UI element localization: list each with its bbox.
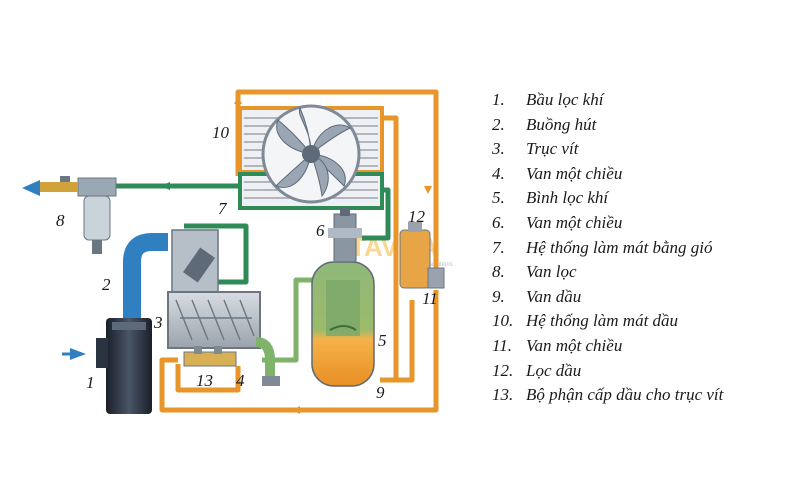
legend-text: Bình lọc khí	[526, 188, 609, 208]
legend-text: Buồng hút	[526, 114, 597, 134]
legend-number: 13.	[492, 385, 514, 405]
legend-item: 4. Van một chiều	[492, 162, 723, 187]
oil-flow-arrow-top	[234, 96, 242, 104]
check-valve-11	[427, 267, 445, 289]
label-10: 10	[212, 123, 230, 142]
air-circuit	[116, 183, 391, 363]
legend-item: 10. Hệ thống làm mát dầu	[492, 309, 723, 334]
legend-number: 10.	[492, 311, 514, 331]
legend-number: 9.	[492, 286, 505, 306]
legend-number: 7.	[492, 237, 505, 257]
label-7: 7	[218, 199, 228, 218]
legend-text: Bầu lọc khí	[526, 90, 604, 109]
legend-text: Van một chiều	[526, 335, 623, 355]
legend-number: 11.	[492, 335, 512, 355]
label-9: 9	[376, 383, 385, 402]
legend-text: Hệ thống làm mát dầu	[526, 311, 679, 331]
legend-text: Van một chiều	[526, 163, 623, 183]
intake-valve	[171, 229, 219, 293]
label-5: 5	[378, 331, 387, 350]
outlet-valve	[36, 176, 117, 254]
check-valve-4	[255, 337, 280, 386]
oil-injection-block	[183, 346, 237, 367]
label-3: 3	[153, 313, 163, 332]
legend-text: Van lọc	[526, 262, 577, 282]
oil-flow-arrow-right	[424, 186, 432, 194]
legend-item: 8. Van lọc	[492, 260, 723, 285]
outlet-arrow-icon	[22, 180, 40, 196]
legend-item: 13. Bộ phận cấp dầu cho trục vít	[492, 383, 723, 408]
label-1: 1	[86, 373, 95, 392]
legend-number: 6.	[492, 212, 505, 232]
legend-item: 6. Van một chiều	[492, 211, 723, 236]
legend-item: 11. Van một chiều	[492, 334, 723, 359]
air-flow-arrow	[160, 182, 170, 190]
screw-rotor	[167, 291, 261, 349]
intake-arrow-icon	[70, 348, 86, 360]
legend-number: 4.	[492, 163, 505, 183]
oil-flow-arrow-bottom	[292, 406, 300, 414]
legend-text: Lọc dầu	[526, 360, 582, 380]
legend-item: 9. Van dầu	[492, 285, 723, 310]
label-13: 13	[196, 371, 213, 390]
legend-text: Van dầu	[526, 286, 582, 306]
legend-item: 7. Hệ thống làm mát bằng gió	[492, 236, 723, 261]
legend-number: 8.	[492, 262, 505, 282]
legend-number: 12.	[492, 360, 514, 380]
legend-number: 2.	[492, 114, 505, 134]
oil-filter	[399, 222, 431, 289]
legend-number: 1.	[492, 90, 505, 109]
check-valve-6	[328, 208, 362, 263]
compressor-diagram: TAVITA Industrial Solutions	[22, 89, 453, 414]
legend-list: 1. Bầu lọc khí 2. Buồng hút 3. Trục vít 4. V…	[492, 88, 723, 408]
legend-item: 1. Bầu lọc khí	[492, 88, 723, 113]
cooling-fan-icon	[261, 104, 361, 204]
label-11: 11	[422, 289, 438, 308]
label-2: 2	[102, 275, 111, 294]
legend-item: 3. Trục vít	[492, 137, 723, 162]
label-6: 6	[316, 221, 325, 240]
legend-text: Trục vít	[526, 139, 579, 159]
label-12: 12	[408, 207, 426, 226]
label-4: 4	[236, 371, 245, 390]
air-filter	[96, 318, 152, 414]
label-8: 8	[56, 211, 65, 230]
legend-text: Van một chiều	[526, 212, 623, 232]
legend-number: 3.	[492, 139, 505, 159]
legend-item: 12. Lọc dầu	[492, 359, 723, 384]
legend-item: 2. Buồng hút	[492, 113, 723, 138]
legend-number: 5.	[492, 188, 505, 208]
separator-tank	[311, 261, 375, 387]
intake-pipe	[123, 233, 168, 320]
legend-text: Bộ phận cấp dầu cho trục vít	[526, 385, 724, 405]
legend-text: Hệ thống làm mát bằng gió	[526, 237, 713, 257]
legend-item: 5. Bình lọc khí	[492, 186, 723, 211]
